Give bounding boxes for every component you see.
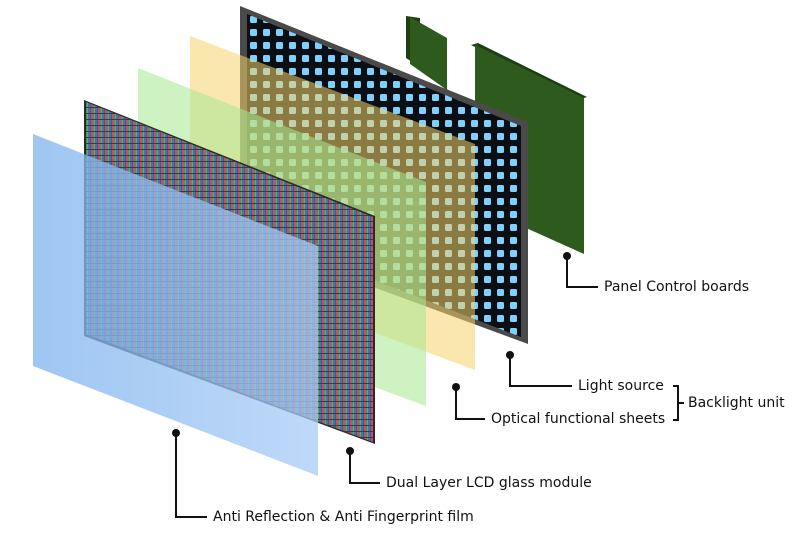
label-backlight-unit: Backlight unit [688, 395, 785, 411]
leader-dot-icon [563, 252, 571, 260]
leader-lcd [349, 451, 380, 484]
leader-lines [175, 256, 684, 518]
leader-light-source [509, 355, 572, 387]
label-dual-layer-lcd: Dual Layer LCD glass module [386, 475, 592, 491]
leader-dot-icon [506, 351, 514, 359]
large-board-edge [471, 43, 587, 99]
leader-dot-icon [172, 429, 180, 437]
leader-panel-control [566, 256, 598, 288]
small-board-face [410, 17, 447, 90]
label-anti-reflection-film: Anti Reflection & Anti Fingerprint film [213, 509, 474, 525]
leader-dots [172, 252, 571, 455]
leader-dot-icon [346, 447, 354, 455]
leader-dot-icon [452, 383, 460, 391]
bracket-icon [673, 385, 679, 421]
leader-film [175, 433, 207, 518]
leader-optical [455, 387, 485, 420]
label-light-source: Light source [578, 378, 664, 394]
label-panel-control-boards: Panel Control boards [604, 279, 749, 295]
anti-reflection-film [33, 134, 318, 476]
label-optical-functional-sheets: Optical functional sheets [491, 411, 666, 427]
